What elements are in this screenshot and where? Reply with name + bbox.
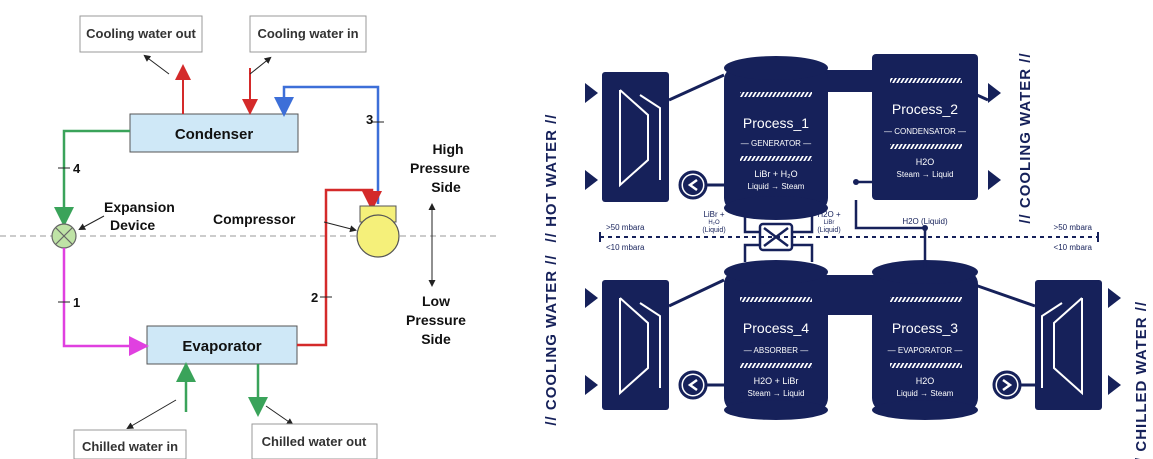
cooling-water-out-arrow [988, 83, 1001, 103]
chilled-out-pointer [265, 405, 294, 426]
process-1-line1: LiBr + H₂O [754, 169, 797, 179]
process-1-tank: Process_1 — GENERATOR — LiBr + H₂O Liqui… [724, 56, 828, 220]
process-3-line2: Liquid → Steam [897, 389, 954, 398]
process-4-line1: H2O + LiBr [754, 376, 799, 386]
absorber-exchanger [602, 280, 669, 410]
cooling-water-in-label: Cooling water in [257, 26, 358, 41]
compressor-label: Compressor [213, 211, 296, 227]
lt10-left: <10 mbara [606, 243, 645, 252]
process-1-subtitle: — GENERATOR — [741, 139, 811, 148]
low-pressure-label-2: Pressure [406, 312, 466, 328]
chilled-water-label: // CHILLED WATER // [1133, 301, 1150, 459]
process-3-line1: H2O [916, 376, 935, 386]
process-3-tank: Process_3 — EVAPORATOR — H2O Liquid → St… [872, 260, 978, 420]
h2o-libr-label-2: LiBr [824, 220, 835, 226]
compressor-icon [356, 214, 400, 258]
h2o-libr-label-3: (Liquid) [817, 227, 840, 234]
cooling-water-in-arrow [988, 170, 1001, 190]
hot-water-in-arrow [585, 83, 598, 103]
expansion-pointer [78, 215, 105, 230]
point-2-label: 2 [311, 290, 318, 305]
chilled-water-out-label: Chilled water out [262, 434, 367, 449]
process-1-title: Process_1 [743, 115, 809, 131]
process-4-tank: Process_4 — ABSORBER — H2O + LiBr Steam … [724, 260, 828, 420]
h2o-liquid-label: H2O (Liquid) [902, 217, 948, 226]
connector-bottom [825, 275, 875, 315]
libr-label-3: (Liquid) [702, 227, 725, 234]
gt50-right: >50 mbara [1054, 223, 1093, 232]
evaporator-inlet-line [62, 248, 149, 356]
high-pressure-label-2: Pressure [410, 160, 470, 176]
point-4-label: 4 [73, 161, 81, 176]
chilled-in-pointer [126, 399, 177, 430]
process-3-subtitle: — EVAPORATOR — [888, 346, 963, 355]
process-2-subtitle: — CONDENSATOR — [884, 127, 966, 136]
libr-label-1: LiBr + [703, 210, 724, 219]
hot-water-label: // HOT WATER // [543, 114, 560, 243]
cooling-water-in-box [249, 15, 367, 53]
process-2-line2: Steam → Liquid [897, 170, 954, 179]
evaporator-exchanger [1035, 280, 1102, 410]
low-pressure-label-1: Low [422, 293, 450, 309]
cooling-in-pointer [249, 56, 272, 75]
absorption-chiller-diagram: // HOT WATER // // COOLING WATER // // C… [543, 52, 1150, 459]
process-2-line1: H2O [916, 157, 935, 167]
high-pressure-label-3: Side [431, 179, 461, 195]
cooling-water-left-label: // COOLING WATER // [543, 254, 560, 425]
cooling-water-right-label: // COOLING WATER // [1017, 52, 1034, 223]
connector-top [825, 70, 875, 92]
cooling-water-l-in-arrow [585, 288, 598, 308]
suction-line [297, 188, 382, 347]
chilled-water-in-arrow [1108, 288, 1121, 308]
hot-water-out-arrow [585, 170, 598, 190]
point-1-label: 1 [73, 295, 80, 310]
chilled-water-in-label: Chilled water in [82, 439, 178, 454]
process-4-line2: Steam → Liquid [748, 389, 805, 398]
condenser-box [129, 113, 299, 153]
cooling-water-out-box [79, 15, 203, 53]
condenser-label: Condenser [175, 126, 254, 143]
chilled-water-out-box [251, 423, 378, 459]
process-3-title: Process_3 [892, 320, 958, 336]
cooling-water-l-out-arrow [585, 375, 598, 395]
expansion-device-label-1: Expansion [104, 199, 175, 215]
lt10-right: <10 mbara [1054, 243, 1093, 252]
liquid-line [54, 129, 130, 227]
vapor-compression-diagram: Cooling water out Cooling water in Conde… [0, 15, 500, 459]
solution-pipes [743, 180, 927, 268]
high-pressure-label-1: High [432, 141, 463, 157]
cooling-out-pointer [143, 54, 170, 75]
process-4-subtitle: — ABSORBER — [744, 346, 808, 355]
low-pressure-label-3: Side [421, 331, 451, 347]
evaporator-label: Evaporator [182, 338, 261, 355]
compressor-pointer [323, 221, 357, 233]
expansion-device-label-2: Device [110, 217, 155, 233]
libr-label-2: H₂O [708, 220, 720, 226]
evaporator-box [146, 325, 298, 365]
process-1-line2: Liquid → Steam [748, 182, 805, 191]
chilled-water-in-box [73, 429, 187, 459]
process-4-title: Process_4 [743, 320, 809, 336]
process-2-tank: Process_2 — CONDENSATOR — H2O Steam → Li… [872, 54, 978, 200]
chilled-water-out-arrow [1108, 375, 1121, 395]
discharge-line [274, 85, 380, 204]
gt50-left: >50 mbara [606, 223, 645, 232]
process-2-title: Process_2 [892, 101, 958, 117]
point-3-label: 3 [366, 112, 373, 127]
cooling-water-out-label: Cooling water out [86, 26, 196, 41]
hot-water-exchanger [602, 72, 669, 202]
h2o-libr-label-1: H2O + [817, 210, 841, 219]
